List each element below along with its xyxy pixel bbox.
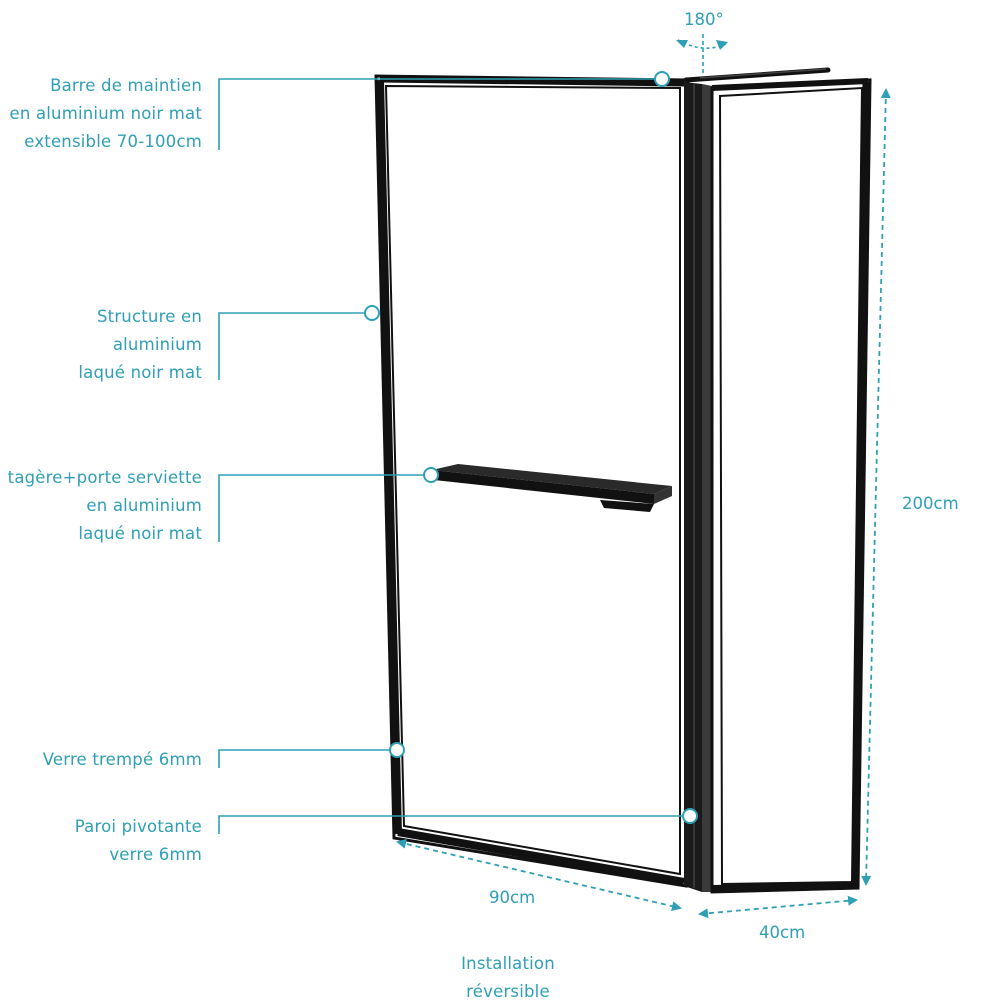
height-label: 200cm	[902, 494, 959, 513]
leader-pivot	[218, 815, 690, 834]
callout-bar-text: Barre de maintien en aluminium noir mat …	[9, 76, 202, 151]
callout-pivot-text: Paroi pivotante verre 6mm	[74, 817, 202, 864]
callout-dot-icon	[654, 71, 670, 87]
width-side-label: 40cm	[759, 923, 806, 942]
holding-bar	[683, 67, 831, 83]
callout-glass-text: Verre trempé 6mm	[42, 750, 202, 769]
dimension-lines	[396, 88, 891, 919]
dimension-height	[861, 88, 891, 886]
leader-structure	[218, 312, 372, 380]
callout-shelf-text: tagère+porte serviette en aluminium laqu…	[7, 468, 202, 543]
pivot-post	[684, 82, 712, 892]
side-panel-frame-outer	[710, 78, 872, 894]
side-panel	[710, 78, 872, 894]
dimension-width-side	[698, 895, 858, 919]
callout-dot-icon	[364, 305, 380, 321]
callout-dot-icon	[682, 808, 698, 824]
dimension-width-main	[396, 838, 682, 912]
rotation-arrow-icon	[676, 34, 728, 76]
width-main-label: 90cm	[489, 888, 536, 907]
callout-structure-text: Structure en aluminium laqué noir mat	[78, 307, 202, 382]
callout-dots	[364, 71, 698, 824]
rotation-label: 180°	[684, 10, 724, 29]
callout-dot-icon	[389, 742, 405, 758]
shelf-towel-holder	[432, 464, 672, 512]
callout-leaders	[218, 78, 690, 834]
leader-bar	[218, 78, 662, 150]
leader-shelf	[218, 474, 431, 542]
footer-text: Installation réversible	[461, 954, 555, 1001]
leader-glass	[218, 749, 397, 768]
callout-dot-icon	[423, 467, 439, 483]
